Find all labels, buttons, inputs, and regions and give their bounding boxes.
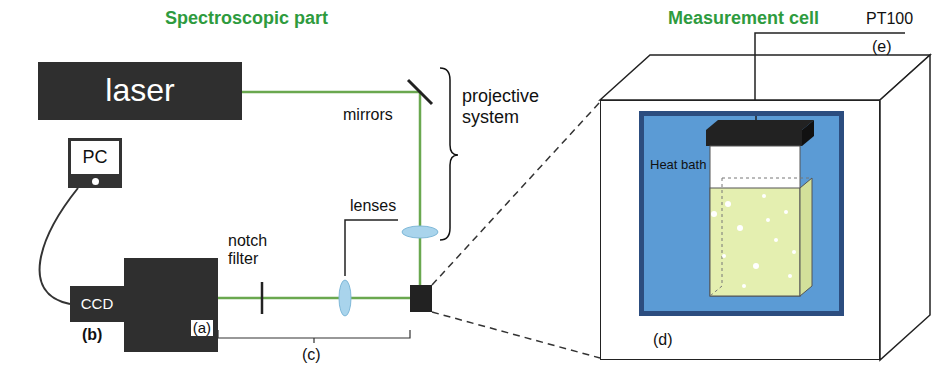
callout-letter: (e) <box>872 38 892 56</box>
node-label: PC <box>82 148 107 168</box>
heat-bath: Heat bath <box>639 111 844 316</box>
callout-letter: (c) <box>302 346 321 364</box>
section-heading: Spectroscopic part <box>165 8 328 29</box>
section-heading: Measurement cell <box>668 8 819 29</box>
laser-box: laser <box>38 62 242 120</box>
pc-button <box>92 178 99 185</box>
pc-box: PC <box>68 138 122 188</box>
part-label: lenses <box>350 197 396 215</box>
node-label: (a) <box>191 320 213 337</box>
callout-letter: (b) <box>82 326 102 344</box>
part-label: projective system <box>462 86 552 127</box>
node-label: CCD <box>81 296 114 313</box>
cell-housing: (d) Heat bath <box>600 100 880 360</box>
part-label: mirrors <box>343 106 393 124</box>
cuvette-illustration <box>644 116 839 311</box>
node-label: (d) <box>653 331 673 349</box>
part-label: PT100 <box>866 10 913 28</box>
ccd-box: CCD <box>70 286 124 322</box>
spectrometer-box: (a) <box>124 258 218 352</box>
node-label: laser <box>105 73 174 108</box>
part-label: notch filter <box>228 232 288 269</box>
node-label: Heat bath <box>650 158 706 172</box>
